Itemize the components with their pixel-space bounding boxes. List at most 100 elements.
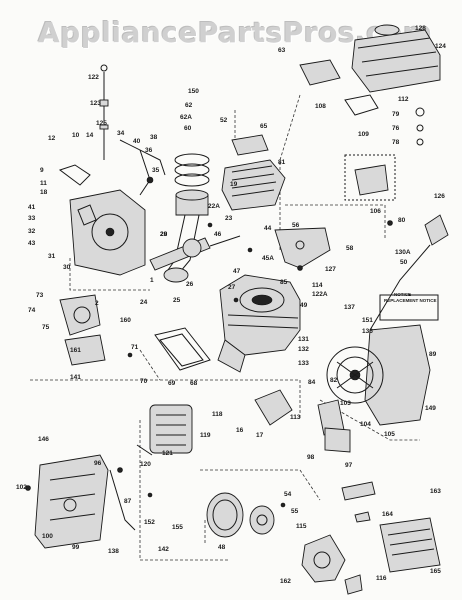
callout: 116 [376,575,387,582]
callout: 160 [120,317,131,324]
callout: 163 [430,488,441,495]
callout: 63 [278,47,286,54]
callout: 46 [214,231,222,238]
callout: 112 [398,96,409,103]
callout: 124 [435,43,446,50]
callout: 120 [140,461,151,468]
callout: 89 [429,351,437,358]
callout: 36 [145,147,153,154]
callout: 24 [140,299,148,306]
callout: 152 [144,519,155,526]
callout: 155 [172,524,183,531]
air-cleaner [299,24,441,93]
callout: 29 [160,231,168,238]
callout: 100 [42,533,53,540]
callout: 17 [256,432,264,439]
callout: 137 [344,304,355,311]
callout: 123 [90,100,101,107]
callout: 131 [298,336,309,343]
dipstick-tube [99,64,109,160]
callout: 125 [96,120,107,127]
piston-assembly [163,153,210,283]
callout: 106 [370,208,381,215]
notice-label-1: NOTICE [394,292,412,297]
callout: 142 [158,546,169,553]
callout: 14 [86,132,94,139]
callout: 49 [300,302,308,309]
ignition-parts [254,389,351,453]
callout: 122A [312,291,328,298]
callout: 22A [208,203,220,210]
callout: 99 [72,544,80,551]
callout: 128 [415,25,426,32]
callout: 62 [185,102,193,109]
callout: 149 [425,405,436,412]
recoil-starter [206,492,275,538]
callout: 40 [133,138,141,145]
callout: 75 [42,324,50,331]
callout: 87 [124,498,132,505]
callout: 68 [190,380,198,387]
callout: 23 [225,215,233,222]
callout: 38 [150,134,158,141]
callout: 133 [298,360,309,367]
fasteners [25,220,393,508]
callout: 9 [40,167,44,174]
callout: 103 [340,400,351,407]
callout: 19 [230,181,238,188]
callout: 27 [228,284,236,291]
callout: 35 [152,167,160,174]
callout: 84 [308,379,316,386]
callout: 141 [70,374,81,381]
callout: 54 [284,491,292,498]
callout: 76 [392,125,400,132]
callout: 138 [108,548,119,555]
callout: 121 [162,450,173,457]
notice-label-2: REPLACEMENT NOTICE [384,298,437,303]
carburetor-parts [344,94,425,201]
callout: 85 [280,279,288,286]
callout: 43 [28,240,36,247]
throttle-bracket [274,227,331,269]
callout: 12 [48,135,56,142]
callout: 60 [184,125,192,132]
starter-handle [369,214,449,331]
callout: 47 [233,268,241,275]
callout: 130A [395,249,411,256]
callout: 41 [28,204,36,211]
cylinder-head [221,134,286,211]
callout: 122 [88,74,99,81]
callout: 44 [264,225,272,232]
callout: 1 [150,277,154,284]
callout: 2 [95,300,99,307]
callout: 16 [236,427,244,434]
callout: 162 [280,578,291,585]
callout: 126 [434,193,445,200]
muffler [136,404,193,456]
callout: 98 [307,454,315,461]
callout: 150 [188,88,199,95]
callout: 80 [398,217,406,224]
callout: 48 [218,544,226,551]
callout: 74 [28,307,36,314]
callout: 113 [290,414,301,421]
callout: 104 [360,421,371,428]
callout: 56 [292,222,300,229]
governor-linkage [58,139,166,196]
callout: 31 [48,253,56,260]
fuel-tank [34,454,136,549]
callout: 58 [346,245,354,252]
dashed-leader-lines [30,94,420,561]
callout: 71 [131,344,139,351]
callout: 102 [16,484,27,491]
callout: 97 [345,462,353,469]
callout: 151 [362,317,373,324]
callout: 109 [358,131,369,138]
callout: 161 [70,347,81,354]
callout: 82 [330,377,338,384]
cylinder-block [217,274,301,373]
callout: 33 [28,215,36,222]
flywheel-housing [326,294,439,426]
